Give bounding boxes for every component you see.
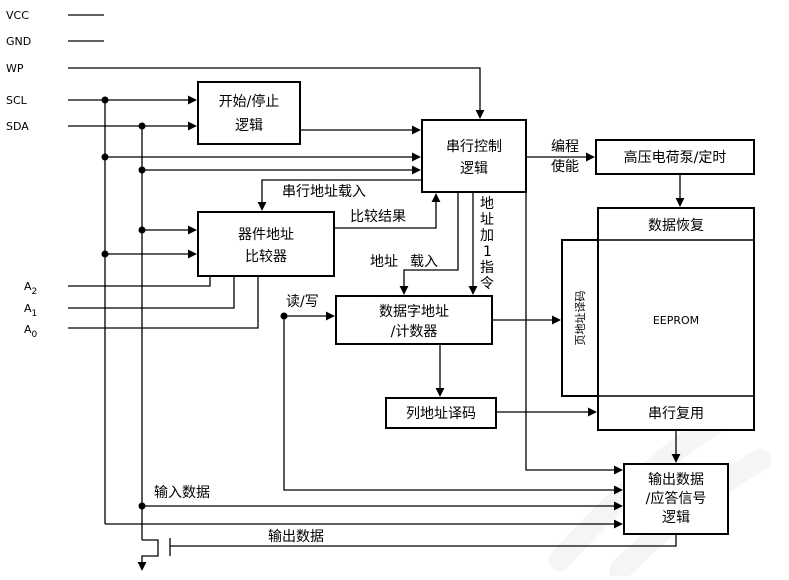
address-increment-label: 地 址 加 1 指 令	[480, 196, 494, 292]
pin-scl: SCL	[6, 94, 28, 107]
hv-pump-timing-block: 高压电荷泵/定时	[595, 139, 755, 175]
eeprom-array-block: 数据恢复 EEPROM 串行复用	[597, 207, 755, 431]
data-recovery-label: 数据恢复	[648, 217, 704, 234]
svg-text:逻辑: 逻辑	[460, 161, 488, 177]
svg-text:/计数器: /计数器	[391, 324, 438, 340]
svg-text:输出数据: 输出数据	[648, 472, 704, 488]
svg-text:器件地址: 器件地址	[238, 227, 294, 243]
pin-a1: A1	[24, 302, 37, 319]
prog-enable-label-1: 编程	[551, 139, 579, 155]
svg-text:串行控制: 串行控制	[446, 139, 502, 155]
svg-text:令: 令	[480, 276, 494, 292]
output-ack-logic-block: 输出数据 /应答信号 逻辑	[623, 463, 729, 535]
svg-text:指: 指	[480, 260, 494, 276]
prog-enable-label-2: 使能	[551, 158, 579, 175]
page-address-decoder-block: 页地址译码	[561, 239, 599, 397]
data-out-label: 输出数据	[268, 529, 324, 545]
load-label: 载入	[410, 254, 438, 270]
start-stop-logic-block: 开始/停止 逻辑	[197, 81, 301, 145]
svg-text:地: 地	[480, 196, 494, 212]
svg-text:址: 址	[480, 212, 494, 228]
column-address-decoder-block: 列地址译码	[385, 397, 497, 429]
svg-text:比较器: 比较器	[245, 249, 287, 265]
svg-text:/应答信号: /应答信号	[646, 490, 707, 507]
wires	[68, 14, 685, 571]
svg-text:高压电荷泵/定时: 高压电荷泵/定时	[624, 149, 727, 166]
serial-control-logic-block: 串行控制 逻辑	[421, 119, 527, 193]
pin-gnd: GND	[6, 35, 31, 48]
serial-mux-label: 串行复用	[648, 405, 704, 422]
pin-sda: SDA	[6, 120, 29, 133]
device-address-comparator-block: 器件地址 比较器	[197, 211, 335, 277]
svg-text:页地址译码: 页地址译码	[573, 291, 587, 346]
pin-wp: WP	[6, 62, 24, 75]
pin-a2: A2	[24, 280, 37, 297]
junctions	[101, 96, 288, 510]
svg-text:逻辑: 逻辑	[235, 118, 263, 134]
svg-text:逻辑: 逻辑	[662, 510, 690, 526]
svg-text:开始/停止: 开始/停止	[219, 93, 280, 110]
svg-text:1: 1	[483, 244, 492, 260]
eeprom-label: EEPROM	[653, 314, 699, 327]
svg-text:列地址译码: 列地址译码	[406, 406, 476, 422]
serial-address-load-label: 串行地址载入	[282, 184, 366, 200]
read-write-label: 读/写	[286, 293, 319, 310]
pin-vcc: VCC	[6, 9, 29, 22]
word-address-counter-block: 数据字地址 /计数器	[335, 295, 493, 345]
address-label: 地址	[370, 254, 398, 270]
svg-text:加: 加	[480, 228, 494, 244]
data-in-label: 输入数据	[154, 485, 210, 501]
compare-result-label: 比较结果	[350, 209, 406, 225]
svg-text:数据字地址: 数据字地址	[379, 304, 449, 320]
pin-a0: A0	[24, 323, 38, 340]
